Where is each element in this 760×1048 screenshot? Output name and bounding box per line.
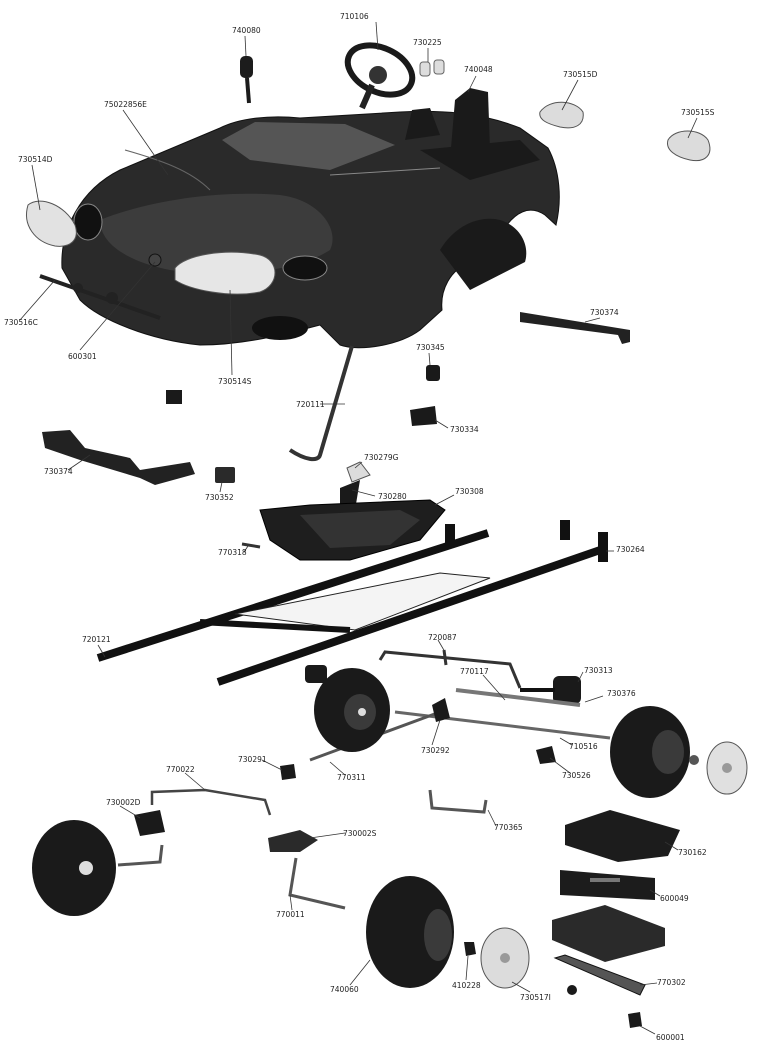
axle-left-part: [288, 857, 346, 910]
spring-part: [305, 665, 327, 683]
label-battery-lid: 730162: [678, 848, 707, 857]
label-latch: 730334: [450, 425, 479, 434]
fuse-part: [628, 1012, 642, 1028]
label-spacer: 730345: [416, 343, 445, 352]
mirror-glass-left: [667, 130, 711, 162]
label-headlight-right: 730514D: [18, 155, 53, 164]
steering-arm-part: [455, 688, 581, 707]
label-front-axle: 770022: [166, 765, 195, 774]
rear-bracket-part: [520, 312, 630, 344]
front-bumper-bar: [39, 274, 161, 320]
latch-part: [410, 406, 437, 426]
bulb-part: [419, 59, 445, 77]
wheel-rear-right: [610, 706, 699, 798]
rear-bracket-part-2: [42, 430, 195, 485]
label-shifter: 730279G: [364, 453, 399, 462]
hubcap-left: [480, 927, 530, 989]
axle-bar-part: [428, 789, 488, 814]
battery-part: [560, 870, 655, 900]
label-axle-bar: 770365: [494, 823, 523, 832]
emblem-part: [148, 253, 162, 267]
mirror-glass-right: [539, 101, 584, 129]
knuckle-left-part: [268, 830, 318, 852]
label-chassis-bracket: 730264: [616, 545, 645, 554]
shifter-knob-part: [346, 461, 371, 483]
cap-part: [567, 985, 577, 995]
label-bumper: 730516C: [4, 318, 38, 327]
tie-rod-part: [378, 649, 522, 689]
axle-stub-part: [117, 844, 164, 867]
nut-part: [464, 942, 476, 956]
headlight-lens-right: [26, 200, 77, 247]
leader-lines: [19, 21, 698, 1035]
headlight-lens-left: [174, 251, 276, 295]
label-tie-rod: 720087: [428, 633, 457, 642]
strap-part: [553, 954, 646, 996]
floor-pan-part: [259, 499, 446, 561]
label-kingpin: 730292: [421, 746, 450, 755]
label-fuse: 600001: [656, 1033, 685, 1042]
label-headlight-left: 730514S: [218, 377, 252, 386]
label-body: 75022856E: [104, 100, 147, 109]
label-wheel: 740060: [330, 985, 359, 994]
label-gearbox: 730313: [584, 666, 613, 675]
label-rear-axle: 710516: [569, 742, 598, 751]
battery-tray-part: [552, 905, 665, 962]
label-mirror-glass-right: 730515D: [563, 70, 598, 79]
label-rear-bracket-2: 730374: [44, 467, 73, 476]
label-clip: 730352: [205, 493, 234, 502]
label-knuckle-left: 730002S: [343, 829, 377, 838]
label-axle-left: 770011: [276, 910, 305, 919]
wheel-front-left: [314, 668, 390, 752]
clip-part: [215, 467, 235, 483]
label-knuckle-right: 730002D: [106, 798, 141, 807]
label-bolt: 730291: [238, 755, 267, 764]
knuckle-right-part: [134, 810, 165, 836]
shift-rod-part: [288, 345, 354, 462]
label-steering-wheel: 710106: [340, 12, 369, 21]
chassis-frame: [96, 520, 608, 686]
bracket-left-part: [166, 390, 182, 404]
hubcap-right: [706, 741, 748, 795]
label-bulb: 730225: [413, 38, 442, 47]
label-screw: 770318: [218, 548, 247, 557]
kingpin-part: [432, 698, 450, 722]
steering-wheel-part: [344, 42, 416, 110]
label-axle-bushing: 730376: [607, 689, 636, 698]
front-axle-part: [150, 788, 272, 816]
battery-lid-part: [565, 810, 680, 862]
label-battery: 600049: [660, 894, 689, 903]
label-steering-arm: 770117: [460, 667, 489, 676]
label-shift-rod: 720111: [296, 400, 325, 409]
label-rear-bracket: 730374: [590, 308, 619, 317]
label-mirror: 740080: [232, 26, 261, 35]
label-hubcap: 730517I: [520, 993, 551, 1002]
label-nut: 410228: [452, 981, 481, 990]
mirror-part: [240, 56, 253, 104]
label-pedal: 730280: [378, 492, 407, 501]
label-axle-rod: 770311: [337, 773, 366, 782]
label-mirror-glass-left: 730515S: [681, 108, 715, 117]
gearbox-part: [520, 676, 581, 704]
label-strap: 770302: [657, 978, 686, 987]
bolt-part: [280, 764, 296, 780]
screw-part: [241, 542, 261, 549]
label-motor-mount: 730526: [562, 771, 591, 780]
wheel-rear-left: [366, 876, 454, 988]
wheel-front-right: [32, 820, 116, 916]
label-side-rail: 720121: [82, 635, 111, 644]
spacer-part: [426, 365, 440, 381]
motor-mount-part: [536, 746, 556, 764]
label-floor-pan: 730308: [455, 487, 484, 496]
seat-part: [405, 88, 490, 160]
label-seat: 740048: [464, 65, 493, 74]
label-emblem: 600301: [68, 352, 97, 361]
car-body: [61, 110, 560, 349]
